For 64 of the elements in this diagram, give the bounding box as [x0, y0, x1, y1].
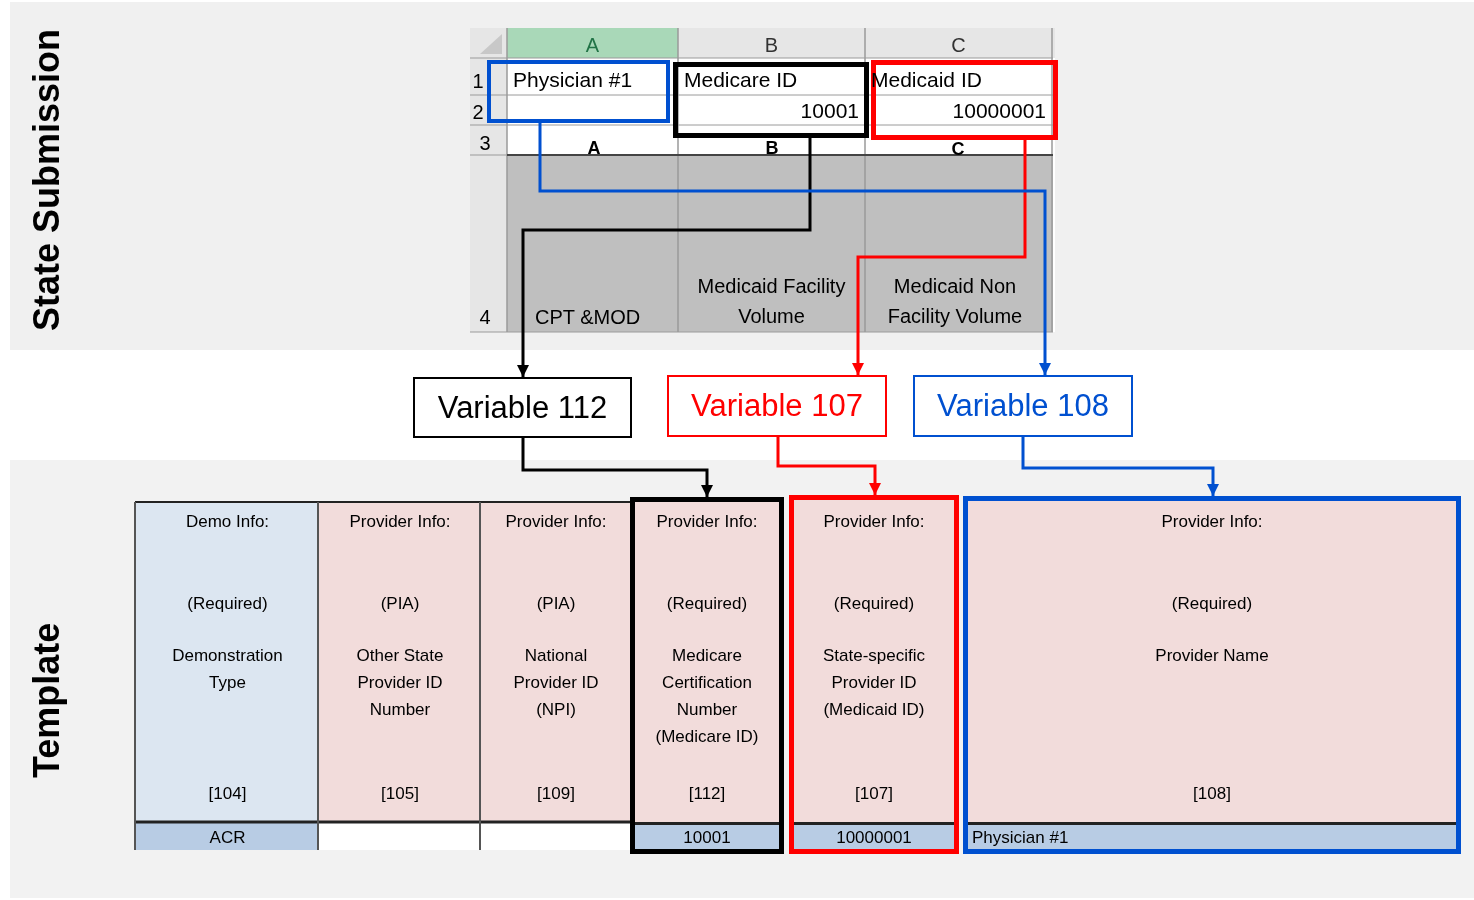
column-header: Provider Info: [655, 511, 759, 533]
cell-value: ACR [208, 827, 247, 849]
field-number: [105] [380, 783, 420, 805]
requirement-note: (Required) [832, 593, 916, 615]
column-header: Provider Info: [822, 511, 926, 533]
cell-value: 10001 [799, 98, 859, 124]
field-number: [109] [536, 783, 576, 805]
cell-text: Medicaid Facility Volume [696, 274, 847, 329]
column-header: Provider Info: [1160, 511, 1264, 533]
section-panel [10, 2, 1474, 350]
row-number: 3 [478, 131, 492, 156]
cell-text: Medicaid Non Facility Volume [886, 274, 1024, 329]
variable-box: Variable 112 [413, 377, 632, 438]
column-letter: B [763, 33, 780, 57]
section-panel [10, 460, 1474, 898]
connector-arrow [776, 437, 881, 495]
field-description: Medicare Certification Number (Medicare ID) [654, 645, 760, 748]
cell-text: CPT &MOD [535, 305, 642, 330]
column-letter: C [950, 33, 967, 57]
cell-text: B [764, 141, 780, 155]
field-description: Provider Name [1154, 645, 1270, 667]
highlight-box [871, 60, 1058, 140]
field-number: [112] [687, 783, 727, 805]
cell-value: Physician #1 [972, 827, 1070, 849]
highlight-column [789, 495, 959, 854]
cell-text: C [950, 142, 966, 156]
row-number: 4 [478, 305, 492, 330]
field-number: [107] [854, 783, 894, 805]
cell-value: 10000001 [835, 827, 913, 849]
column-header: Demo Info: [184, 511, 271, 533]
variable-box: Variable 107 [667, 375, 887, 437]
cell-text: A [586, 141, 602, 155]
connector-arrow [521, 438, 713, 497]
connector-arrow [852, 140, 1027, 375]
row-number: 1 [471, 69, 485, 94]
cell-value: 10001 [682, 827, 732, 849]
variable-box: Variable 108 [913, 375, 1133, 437]
field-description: National Provider ID (NPI) [512, 645, 600, 721]
requirement-note: (Required) [186, 593, 269, 615]
field-description: Demonstration Type [171, 645, 284, 694]
cell-value: 10000001 [951, 98, 1046, 124]
requirement-note: (PIA) [379, 593, 421, 615]
cell-text: Physician #1 [513, 67, 634, 93]
highlight-box [487, 60, 670, 123]
column-header: Provider Info: [348, 511, 452, 533]
field-description: Other State Provider ID Number [355, 645, 445, 721]
connector-arrow [517, 138, 812, 377]
cell-text: Medicare ID [684, 67, 799, 93]
section-title: State Submission [25, 27, 68, 334]
requirement-note: (Required) [1170, 593, 1254, 615]
connector-arrow [538, 123, 1051, 375]
field-number: [108] [1192, 783, 1232, 805]
highlight-box [673, 62, 869, 138]
section-title: Template [25, 621, 68, 780]
column-header: Provider Info: [504, 511, 608, 533]
requirement-note: (PIA) [535, 593, 577, 615]
row-number: 2 [471, 100, 485, 125]
connector-arrow [1021, 437, 1219, 496]
column-letter: A [584, 33, 601, 57]
highlight-column [963, 496, 1461, 854]
field-description: State-specific Provider ID (Medicaid ID) [821, 645, 926, 721]
field-number: [104] [207, 783, 248, 805]
highlight-column [630, 497, 784, 854]
requirement-note: (Required) [665, 593, 749, 615]
